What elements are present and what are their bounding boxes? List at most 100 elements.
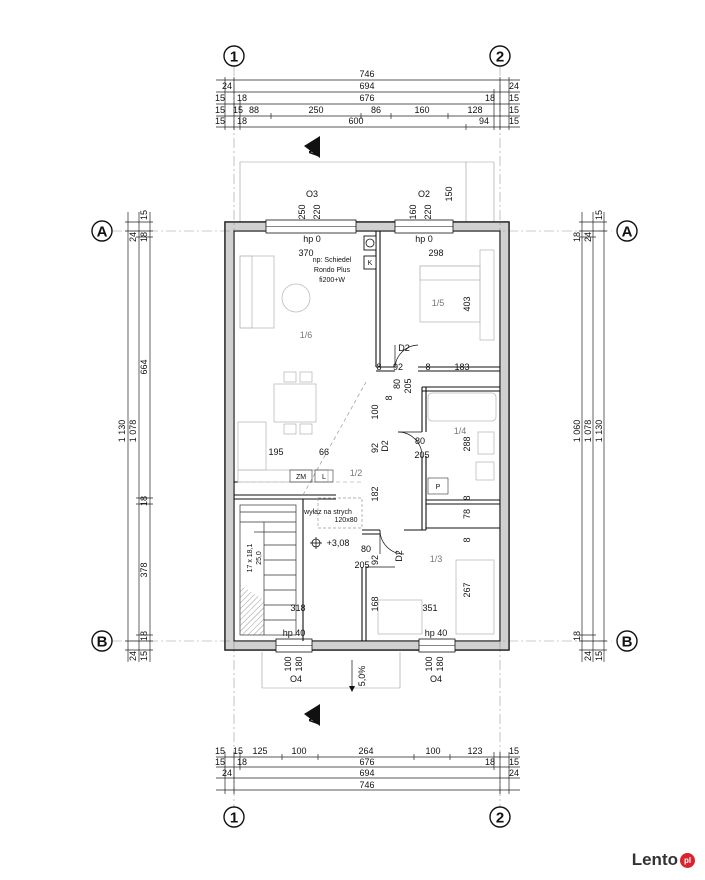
- window-o4-left: hp 40 100 180 O4: [275, 628, 313, 684]
- svg-text:298: 298: [428, 248, 443, 258]
- svg-text:2: 2: [496, 49, 504, 66]
- svg-text:15: 15: [233, 746, 243, 756]
- section-mark-top: A: [304, 136, 321, 158]
- svg-text:D2: D2: [398, 343, 410, 353]
- svg-text:120x80: 120x80: [335, 517, 358, 524]
- svg-text:15: 15: [594, 651, 604, 661]
- axis-bubble-B-right: B: [616, 630, 638, 652]
- axis-grid-lines: [112, 66, 612, 808]
- svg-text:18: 18: [139, 496, 149, 506]
- svg-text:15: 15: [215, 757, 225, 767]
- svg-text:378: 378: [139, 562, 149, 577]
- svg-text:24: 24: [128, 232, 138, 242]
- svg-text:128: 128: [467, 105, 482, 115]
- svg-text:24: 24: [222, 81, 232, 91]
- svg-text:25,0: 25,0: [256, 551, 263, 565]
- svg-text:1/2: 1/2: [350, 468, 363, 478]
- room-labels: 1/6 1/5 1/4 1/2 1/3: [300, 298, 467, 564]
- svg-text:100: 100: [370, 404, 380, 419]
- svg-text:A: A: [306, 715, 321, 725]
- svg-text:18: 18: [139, 631, 149, 641]
- right-dimension-chains: [579, 212, 607, 662]
- watermark-badge: pl: [680, 853, 695, 869]
- svg-text:80: 80: [392, 379, 402, 389]
- svg-text:100: 100: [291, 746, 306, 756]
- svg-text:1: 1: [230, 810, 238, 827]
- svg-text:17 x 18,1: 17 x 18,1: [247, 543, 254, 572]
- svg-text:+3,08: +3,08: [327, 538, 350, 548]
- svg-text:125: 125: [252, 746, 267, 756]
- axis-bubble-A-right: A: [616, 220, 638, 242]
- svg-text:24: 24: [509, 81, 519, 91]
- svg-text:160: 160: [414, 105, 429, 115]
- svg-text:18: 18: [237, 757, 247, 767]
- stairs-label: 17 x 18,1 25,0: [247, 543, 263, 572]
- svg-text:hp 0: hp 0: [303, 234, 321, 244]
- svg-text:351: 351: [422, 603, 437, 613]
- axis-bubble-2-top: 2: [489, 45, 511, 67]
- svg-text:15: 15: [139, 210, 149, 220]
- svg-text:288: 288: [462, 436, 472, 451]
- svg-text:100: 100: [283, 656, 293, 671]
- svg-text:18: 18: [572, 232, 582, 242]
- svg-text:15: 15: [139, 651, 149, 661]
- svg-text:K: K: [368, 260, 373, 267]
- svg-text:18: 18: [237, 116, 247, 126]
- svg-text:205: 205: [354, 560, 369, 570]
- svg-text:66: 66: [319, 447, 329, 457]
- svg-text:676: 676: [359, 757, 374, 767]
- svg-text:600: 600: [348, 116, 363, 126]
- svg-text:15: 15: [509, 757, 519, 767]
- svg-text:100: 100: [424, 656, 434, 671]
- svg-text:8: 8: [462, 495, 472, 500]
- svg-text:15: 15: [509, 746, 519, 756]
- svg-text:Rondo Plus: Rondo Plus: [314, 267, 351, 274]
- svg-text:8: 8: [425, 362, 430, 372]
- svg-text:B: B: [97, 634, 108, 651]
- svg-text:195: 195: [268, 447, 283, 457]
- svg-text:15: 15: [215, 746, 225, 756]
- axis-bubble-1-top: 1: [223, 45, 245, 67]
- interior-dimensions: 370 298 403 D2 92 8 8 183 80 205 8 100 9…: [268, 248, 472, 613]
- svg-text:205: 205: [414, 450, 429, 460]
- bottom-dimension-texts: 15 15 125 100 264 100 123 15 15 18 676 1…: [215, 746, 519, 790]
- level-mark: +3,08: [310, 537, 349, 549]
- svg-text:24: 24: [222, 768, 232, 778]
- svg-text:1: 1: [230, 49, 238, 66]
- section-mark-bottom: A: [304, 704, 321, 726]
- interior-walls: [234, 231, 500, 641]
- svg-text:80: 80: [415, 436, 425, 446]
- svg-text:hp 40: hp 40: [283, 628, 306, 638]
- svg-text:15: 15: [233, 105, 243, 115]
- furniture: [237, 249, 497, 635]
- left-dimension-texts: 1 130 1 078 664 378 15 24 18 18 18 24 15: [117, 210, 149, 661]
- svg-text:18: 18: [237, 93, 247, 103]
- svg-text:1 078: 1 078: [128, 420, 138, 443]
- top-dimension-texts: 746 24 694 24 15 18 676 18 15 15 15 88 2…: [215, 69, 519, 126]
- svg-text:np: Schiedel: np: Schiedel: [313, 257, 352, 264]
- svg-text:80: 80: [361, 544, 371, 554]
- axis-bubble-B-left: B: [91, 630, 113, 652]
- attic-hatch: wyłaz na strych 120x80: [303, 497, 363, 529]
- svg-text:160: 160: [408, 204, 418, 219]
- svg-text:18: 18: [139, 232, 149, 242]
- left-dimension-chains: [125, 212, 153, 662]
- svg-text:18: 18: [485, 757, 495, 767]
- slope-arrow: 5,0%: [349, 660, 367, 692]
- svg-text:1/5: 1/5: [432, 298, 445, 308]
- svg-text:267: 267: [462, 582, 472, 597]
- svg-text:168: 168: [370, 596, 380, 611]
- svg-text:B: B: [622, 634, 633, 651]
- svg-text:18: 18: [485, 93, 495, 103]
- watermark-text: Lento: [631, 850, 678, 869]
- svg-text:676: 676: [359, 93, 374, 103]
- svg-text:88: 88: [249, 105, 259, 115]
- top-dimension-chains: [216, 77, 520, 130]
- svg-text:8: 8: [376, 362, 381, 372]
- svg-text:24: 24: [509, 768, 519, 778]
- svg-text:1 060: 1 060: [572, 420, 582, 443]
- svg-text:hp 40: hp 40: [425, 628, 448, 638]
- svg-text:1/6: 1/6: [300, 330, 313, 340]
- svg-text:264: 264: [358, 746, 373, 756]
